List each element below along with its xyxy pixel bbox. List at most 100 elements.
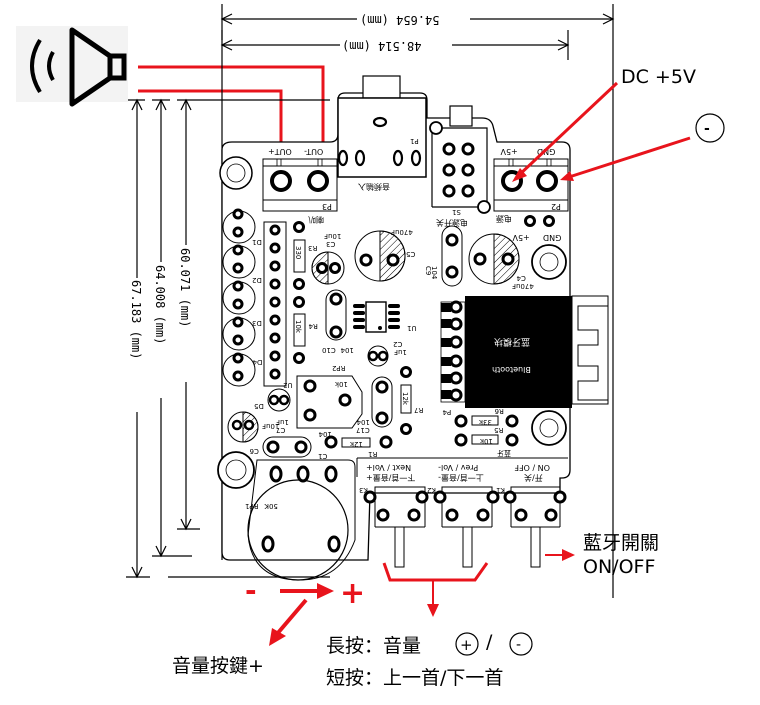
- u2-label: U2: [283, 381, 293, 389]
- capacitor-c5: [354, 230, 406, 282]
- long-press-minus: -: [516, 637, 521, 653]
- capacitor-c4: [468, 233, 520, 285]
- r3-ref: R3: [308, 244, 317, 252]
- p4-label: P4: [442, 408, 451, 416]
- pad-gnd-label: GND: [543, 233, 561, 242]
- c1-value: 104: [318, 430, 332, 438]
- r4-ref: R4: [308, 322, 318, 330]
- mounting-holes: [217, 156, 567, 489]
- k2-en-label: Prev / Vol-: [438, 463, 478, 472]
- k1-cn-label: 开/关: [524, 473, 543, 483]
- c17-ref: C17: [356, 426, 370, 434]
- d5-label: D5: [254, 402, 264, 410]
- short-press-label: 短按：上一首/下一首: [326, 667, 504, 689]
- capacitor-c9: [441, 225, 463, 287]
- volume-key-label: 音量按鍵+: [172, 655, 264, 677]
- c10-value: 104: [340, 346, 354, 354]
- button-k1[interactable]: [503, 486, 567, 568]
- pin-header: [263, 221, 287, 387]
- k2-ref: K2: [427, 486, 436, 494]
- resistor-r4: [293, 296, 306, 364]
- height-inner-label: 60.071 (mm): [178, 248, 192, 327]
- r3-value: 330: [294, 246, 302, 259]
- r6-ref: R6: [494, 407, 504, 415]
- d2-label: D2: [252, 276, 262, 284]
- c5-value: 470uF: [391, 228, 413, 236]
- k3-en-label: Next / Vol+: [366, 463, 411, 472]
- out-minus-label: OUT-: [304, 147, 323, 156]
- speaker-terminal-p3: [262, 158, 338, 212]
- power-label: 电源: [496, 214, 512, 224]
- r5-value: 10k: [479, 437, 493, 445]
- u1-label: U1: [407, 324, 417, 332]
- capacitor-c6: [262, 436, 312, 458]
- out-plus-label: OUT+: [268, 147, 292, 156]
- c9-ref: C9: [424, 266, 432, 275]
- c10-label: C10: [322, 346, 336, 354]
- button-k2[interactable]: [433, 486, 500, 568]
- r1-ref: R1: [368, 450, 377, 458]
- resistor-r7: [400, 366, 412, 435]
- long-press-label: 長按：音量: [326, 635, 422, 657]
- rp2-value: 10k: [334, 380, 348, 388]
- d4-label: D4: [252, 358, 262, 366]
- button-k3[interactable]: [363, 486, 429, 568]
- resistor-r5: [454, 433, 519, 447]
- capacitor-c3: [311, 251, 345, 285]
- trimpot-rp2: [296, 375, 363, 429]
- c1-ref: C1: [318, 452, 327, 460]
- k2-cn-label: 上一首/音量-: [438, 473, 484, 483]
- pad-plus-label: +5V: [512, 233, 530, 242]
- c3-ref: C3: [326, 240, 335, 248]
- capacitor-c2: [367, 345, 389, 367]
- power-switch-label: 电源开关: [436, 218, 468, 228]
- p1-label: P1: [410, 137, 419, 145]
- bt-module-en: Bluetooth: [492, 365, 531, 374]
- c4-ref: C4: [516, 274, 526, 282]
- volume-minus-mark: -: [245, 574, 257, 607]
- c17-value: 104: [356, 418, 370, 426]
- bt-header-cn: 蓝牙: [497, 449, 511, 458]
- height-mid-label: 64.008 (mm): [153, 265, 167, 344]
- k3-cn-label: 下一首/音量+: [366, 473, 415, 483]
- red-annotations: [269, 81, 691, 646]
- resistor-r6: [454, 414, 519, 428]
- c9-value: 104: [430, 266, 438, 280]
- capacitor-c8: [227, 411, 259, 443]
- c7-ref: C7: [276, 426, 285, 434]
- ic-u1: [353, 301, 400, 333]
- regulator-u2: [267, 388, 291, 412]
- volume-pot-rp1: [247, 459, 356, 581]
- dc-5v-label: DC +5V: [621, 66, 696, 88]
- resistor-r3: [293, 221, 306, 290]
- c3-value: 10uF: [324, 232, 341, 240]
- capacitor-c10: [325, 289, 347, 341]
- s1-label: S1: [452, 208, 461, 216]
- width-inner-label: 48.514 (mm): [342, 39, 421, 53]
- p2-plus-label: +5V: [500, 147, 518, 156]
- power-switch-s1: [429, 105, 491, 214]
- k3-ref: K3: [359, 486, 368, 494]
- long-press-plus: +: [460, 636, 473, 654]
- height-dimensions: [126, 98, 330, 579]
- rp2-ref: RP2: [332, 364, 346, 372]
- c5-ref: C5: [406, 250, 415, 258]
- resistor-r1: [341, 435, 393, 449]
- d3-label: D3: [252, 319, 262, 327]
- audio-in-label: 音频输入: [358, 182, 390, 192]
- c8-value: 10uF: [262, 422, 279, 430]
- speaker-label: 喇叭: [308, 215, 324, 225]
- minus-symbol: -: [704, 121, 710, 137]
- r1-value: 12k: [349, 440, 363, 448]
- c2-ref: C2: [393, 340, 402, 348]
- led-column: [222, 208, 256, 387]
- plus-circle-icon: [455, 632, 479, 656]
- c4-value: 470uF: [512, 282, 534, 290]
- power-terminal-p2: [493, 158, 569, 212]
- r6-value: 33k: [478, 418, 492, 426]
- r4-value: 10k: [294, 320, 302, 334]
- width-outer-label: 54.654 (mm): [360, 13, 439, 27]
- d1-label: D1: [252, 238, 262, 246]
